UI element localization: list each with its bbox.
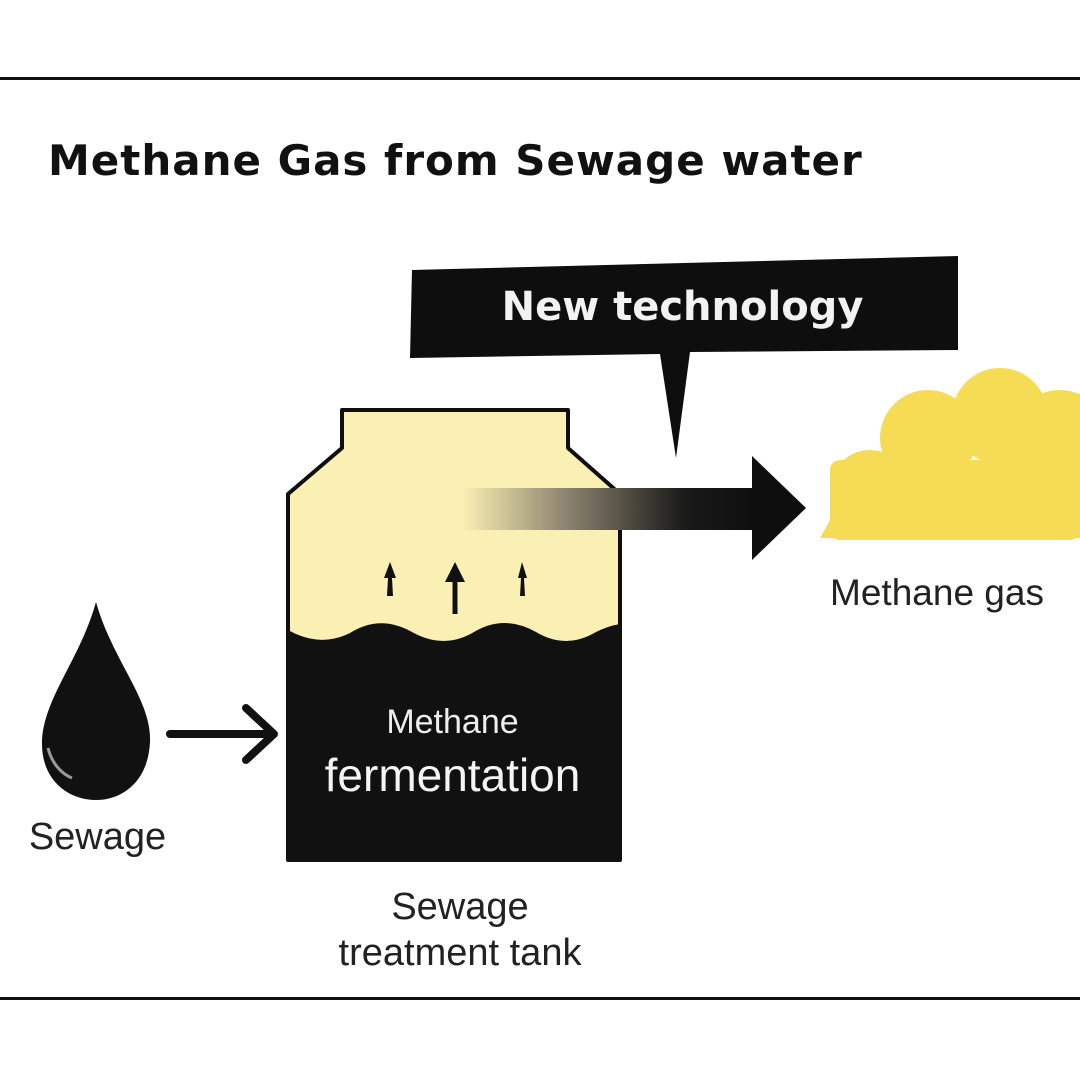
gradient-arrow-icon xyxy=(462,456,806,560)
top-border-rule xyxy=(0,77,1080,80)
callout-bubble xyxy=(410,256,958,458)
tank-content-label-line1: Methane xyxy=(386,703,519,741)
arrow-right-icon xyxy=(166,704,278,764)
sewage-liquid xyxy=(288,623,620,862)
sewage-droplet-icon xyxy=(42,602,151,800)
gas-cloud-icon xyxy=(820,368,1080,540)
tank-label: Sewage treatment tank xyxy=(290,884,630,976)
diagram-title: Methane Gas from Sewage water xyxy=(48,136,863,185)
tank-label-line2: treatment tank xyxy=(338,932,582,974)
bottom-border-rule xyxy=(0,997,1080,1000)
rising-bubble-arrows xyxy=(384,562,527,614)
tank-content-label-line2: fermentation xyxy=(324,749,581,801)
methane-gas-label: Methane gas xyxy=(830,572,1044,613)
sewage-label: Sewage xyxy=(28,816,167,858)
callout-text: New technology xyxy=(501,284,864,330)
tank-label-line1: Sewage xyxy=(391,886,529,928)
